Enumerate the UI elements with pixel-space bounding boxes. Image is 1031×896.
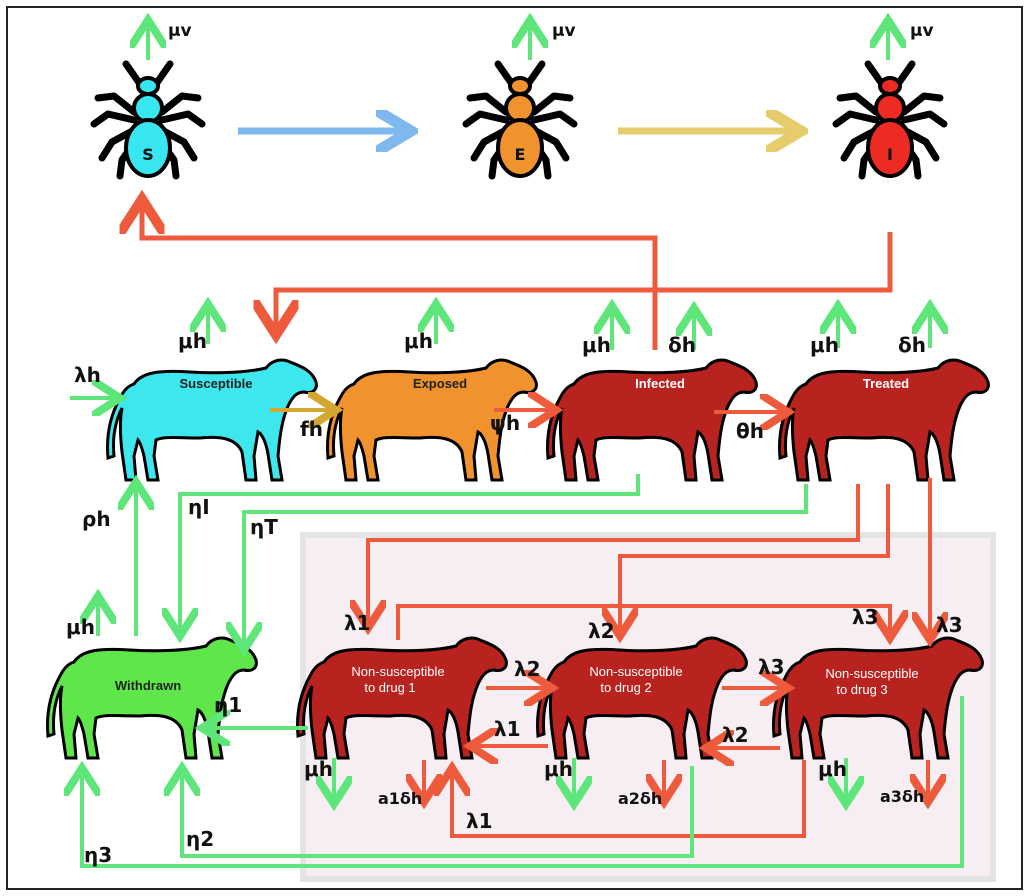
vector-s-letter: S: [142, 145, 154, 164]
vector-s-mortality-label: μv: [168, 21, 192, 41]
host-ns2-cow: [538, 638, 747, 758]
lambda-2-top-label: λ2: [588, 619, 615, 643]
a3-delta-h-label: a3δh: [880, 787, 924, 806]
mu-h-exposed-label: μh: [404, 329, 433, 353]
vector-infected-to-host-arrow: [276, 232, 890, 330]
eta-3-label: η3: [84, 843, 112, 867]
vector-e-mortality-label: μv: [552, 21, 576, 41]
eta-i-label: ηI: [188, 495, 210, 519]
host-ns2-label-line1: Non-susceptible: [589, 664, 682, 679]
mu-h-infected-label: μh: [582, 333, 611, 357]
eta-2-label: η2: [186, 827, 214, 851]
host-ns2-label-line2: to drug 2: [600, 680, 651, 695]
ns2-to-withdrawn-arrow: [182, 766, 692, 856]
delta-h-infected-label: δh: [668, 333, 696, 357]
psi-h-label: ψh: [490, 411, 520, 435]
host-ns1-cow: [298, 638, 507, 758]
delta-h-treated-label: δh: [898, 333, 926, 357]
infected-to-withdrawn-arrow: [180, 474, 638, 632]
vector-i-letter: I: [887, 145, 893, 164]
theta-h-label: θh: [736, 419, 764, 443]
host-susceptible-label: Susceptible: [180, 376, 253, 391]
host-ns3-label-line2: to drug 3: [836, 682, 887, 697]
host-exposed-label: Exposed: [413, 376, 467, 391]
mu-h-ns1-label: μh: [304, 757, 333, 781]
f-h-label: fh: [300, 417, 323, 441]
a1-delta-h-label: a1δh: [378, 789, 422, 808]
eta-1-label: η1: [214, 693, 242, 717]
lambda-1-low-label: λ1: [466, 809, 493, 833]
treated-to-ns2-arrow: [620, 484, 888, 632]
vector-i-mortality-label: μv: [910, 21, 934, 41]
eta-t-label: ηT: [250, 515, 278, 539]
host-ns3-cow: [774, 638, 983, 758]
mu-h-susceptible-label: μh: [178, 329, 207, 353]
lambda-2-low-label: λ2: [722, 723, 749, 747]
treated-to-withdrawn-arrow: [244, 484, 806, 646]
mu-h-ns3-label: μh: [818, 757, 847, 781]
host-ns3-label-line1: Non-susceptible: [825, 666, 918, 681]
lambda-h-label: λh: [74, 363, 101, 387]
a2-delta-h-label: a2δh: [618, 789, 662, 808]
host-ns1-label-line2: to drug 1: [364, 680, 415, 695]
lambda-2-mid-label: λ2: [514, 657, 541, 681]
lambda-1-top-label: λ1: [344, 611, 371, 635]
vector-e-letter: E: [515, 145, 526, 164]
host-withdrawn-label: Withdrawn: [115, 678, 181, 693]
mu-h-ns2-label: μh: [544, 757, 573, 781]
host-infected-label: Infected: [635, 376, 685, 391]
host-ns1-label-line1: Non-susceptible: [351, 664, 444, 679]
host-treated-label: Treated: [863, 376, 909, 391]
lambda-1-mid-label: λ1: [494, 717, 521, 741]
mu-h-withdrawn-label: μh: [66, 615, 95, 639]
lambda-3-top-label-a: λ3: [852, 605, 879, 629]
host-infected-to-vector-arrow: [142, 204, 655, 350]
mu-h-treated-label: μh: [810, 333, 839, 357]
rho-h-label: ρh: [82, 507, 111, 531]
ns1-to-ns3-arrow: [398, 606, 890, 640]
lambda-3-top-label-b: λ3: [936, 613, 963, 637]
lambda-3-mid-label: λ3: [758, 655, 785, 679]
